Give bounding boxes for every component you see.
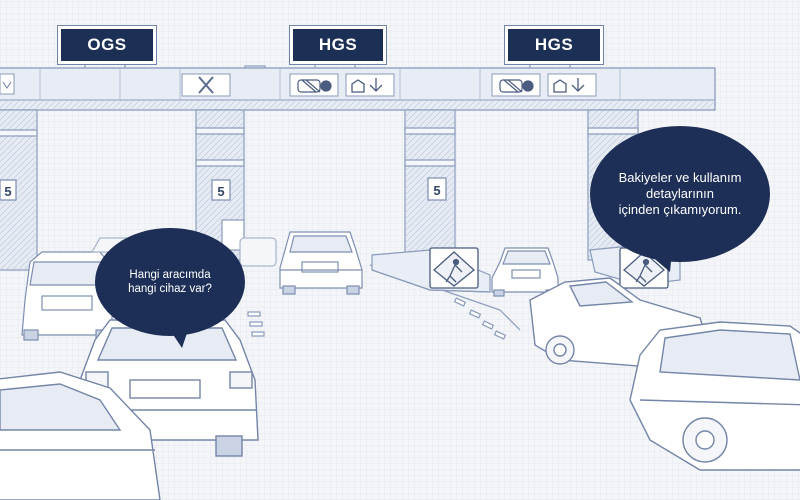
car-foreground-right [629, 321, 800, 471]
hgs-tag-icon [297, 79, 332, 93]
speech-bubble-right-text: Bakiyeler ve kullanım detaylarının içind… [605, 170, 755, 218]
car-center-rear [279, 231, 363, 295]
car-left-suv [21, 251, 113, 341]
car-foreground-left [0, 371, 161, 500]
speech-bubble-right: Bakiyeler ve kullanım detaylarının içind… [590, 126, 770, 262]
bubble-right-line-2: detaylarının [646, 186, 714, 201]
booth-number-2: 5 [217, 184, 224, 199]
bubble-left-line-2: hangi cihaz var? [128, 283, 212, 295]
bubble-right-line-1: Bakiyeler ve kullanım [618, 170, 742, 185]
lane-closed-x-icon [198, 76, 214, 94]
canopy [0, 67, 716, 111]
bubble-left-line-1: Hangi aracımda [129, 269, 211, 281]
construction-worker-sign-icon [429, 247, 669, 289]
ogs-lane-sign: OGS [57, 25, 157, 65]
hgs-lane-sign-center: HGS [289, 25, 387, 65]
hgs-tag-icon-2 [499, 79, 534, 93]
speech-bubble-left-text: Hangi aracımda hangi cihaz var? [115, 268, 225, 296]
booth-number-3: 5 [433, 183, 440, 198]
booth-number-1: 5 [4, 184, 11, 199]
driver-arrow-icon [351, 78, 585, 93]
booth-number-plates [0, 177, 447, 201]
speech-bubble-left: Hangi aracımda hangi cihaz var? [95, 228, 245, 336]
car-right-rear [491, 247, 559, 297]
hgs-lane-sign-right: HGS [504, 25, 604, 65]
bubble-right-line-3: içinden çıkamıyorum. [618, 202, 742, 217]
